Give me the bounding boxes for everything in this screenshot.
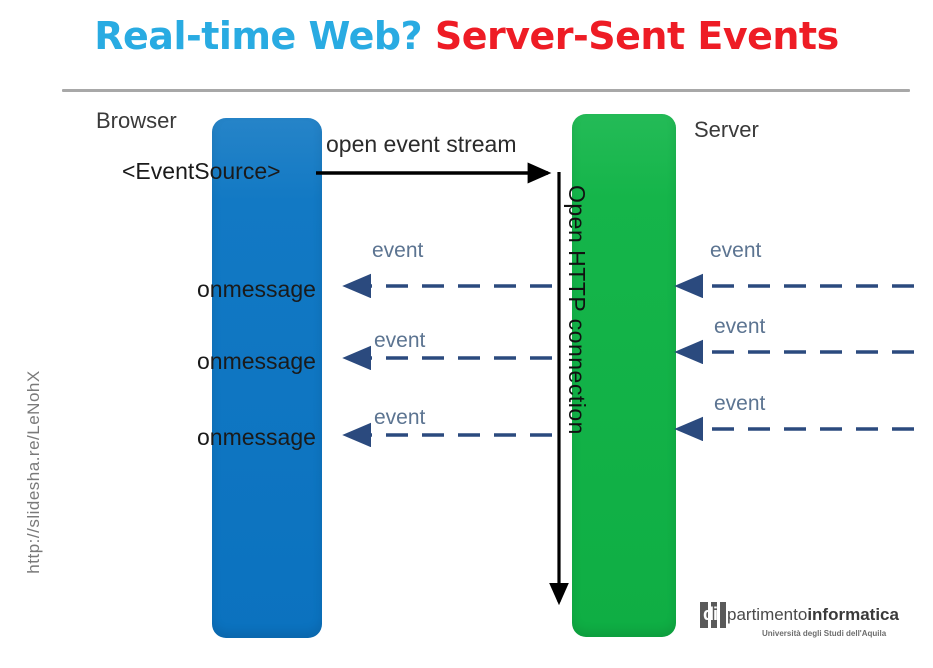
server-lifeline-box <box>572 114 676 637</box>
browser-label: Browser <box>96 108 177 133</box>
department-logo: di partimentoinformatica Università degl… <box>700 600 925 648</box>
logo-di-text: di <box>703 604 718 624</box>
event-arrow-inbound-3 <box>342 422 552 448</box>
title-divider <box>62 89 910 92</box>
title-part-realtime-web: Real-time Web? <box>94 14 423 58</box>
event-arrow-inbound-1 <box>342 273 552 299</box>
event-label-outbound-3: event <box>714 392 766 415</box>
open-event-stream-label: open event stream <box>326 131 517 157</box>
browser-lifeline-box <box>212 118 322 638</box>
open-event-stream-arrow <box>316 162 552 184</box>
event-label-inbound-1: event <box>372 239 424 262</box>
connection-activation-line <box>549 172 569 606</box>
logo-word-partimento: partimento <box>727 605 808 624</box>
onmessage-handler-1: onmessage <box>197 276 316 302</box>
event-label-outbound-1: event <box>710 239 762 262</box>
logo-mark-icon <box>700 602 726 628</box>
event-label-outbound-2: event <box>714 315 766 338</box>
onmessage-handler-3: onmessage <box>197 424 316 450</box>
server-label: Server <box>694 117 759 142</box>
source-url-vertical[interactable]: http://slidesha.re/LeNohX <box>24 370 43 574</box>
title-part-server-sent-events: Server-Sent Events <box>434 14 839 58</box>
event-label-inbound-2: event <box>374 329 426 352</box>
page-title: Real-time Web? Server-Sent Events <box>0 14 933 58</box>
logo-subtitle: Università degli Studi dell'Aquila <box>762 629 887 638</box>
eventsource-api-label: <EventSource> <box>122 158 281 184</box>
event-arrow-outbound-1 <box>674 273 914 299</box>
event-arrow-outbound-2 <box>674 339 914 365</box>
onmessage-handler-2: onmessage <box>197 348 316 374</box>
logo-wordmark: partimentoinformatica <box>727 605 899 625</box>
event-arrow-outbound-3 <box>674 416 914 442</box>
event-label-inbound-3: event <box>374 406 426 429</box>
logo-word-informatica: informatica <box>807 605 899 624</box>
event-arrow-inbound-2 <box>342 345 552 371</box>
